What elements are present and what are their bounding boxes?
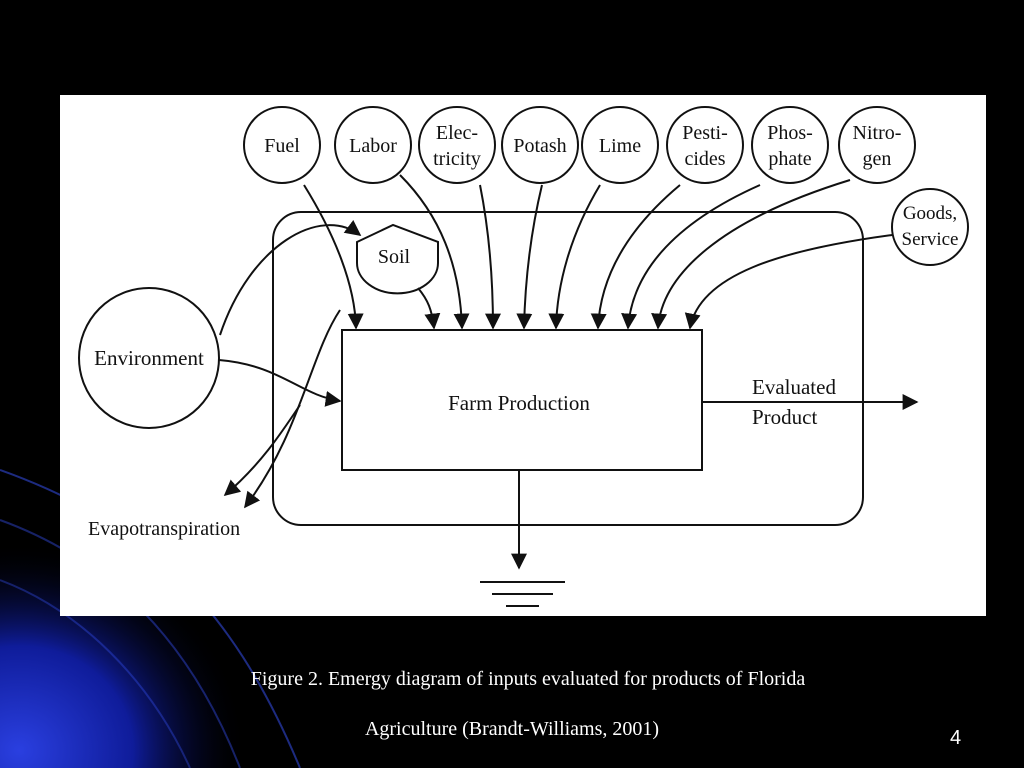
- labor-label-1: Labor: [349, 135, 397, 157]
- evapotranspiration-label: Evapotranspiration: [88, 518, 240, 540]
- goods-service-arrow: [684, 234, 893, 330]
- evaluated-product-label-2: Product: [752, 405, 817, 429]
- soil-storage: Soil: [356, 223, 439, 295]
- input-arrows: [303, 174, 893, 330]
- phosphate-label-2: phate: [768, 148, 811, 170]
- soil-arrow: [417, 287, 441, 330]
- electricity-source: Elec-tricity: [418, 106, 496, 184]
- environment-source: Environment: [78, 287, 220, 429]
- fuel-source: Fuel: [243, 106, 321, 184]
- potash-arrow: [516, 184, 543, 330]
- phosphate-source: Phos-phate: [751, 106, 829, 184]
- labor-source: Labor: [334, 106, 412, 184]
- farm-to-evapotranspiration-arrow: [244, 309, 341, 509]
- electricity-label-1: Elec-: [436, 122, 478, 144]
- nitrogen-label-2: gen: [863, 148, 892, 170]
- slide-number: 4: [950, 727, 962, 749]
- phosphate-label-1: Phos-: [767, 122, 813, 144]
- figure-caption-line-1: Figure 2. Emergy diagram of inputs evalu…: [250, 668, 806, 690]
- farm-production-label: Farm Production: [448, 391, 590, 415]
- environment-label: Environment: [94, 346, 204, 370]
- goods-service-label-2: Service: [902, 229, 959, 250]
- electricity-label-2: tricity: [433, 148, 481, 170]
- potash-label-1: Potash: [513, 135, 566, 157]
- soil-label: Soil: [378, 246, 411, 268]
- phosphate-arrow: [621, 184, 761, 330]
- lime-source: Lime: [581, 106, 659, 184]
- potash-source: Potash: [501, 106, 579, 184]
- pesticides-label-2: cides: [684, 148, 725, 170]
- farm-production-box: Farm Production: [341, 329, 703, 471]
- nitrogen-label-1: Nitro-: [853, 122, 902, 144]
- environment-to-soil-arrow: [219, 219, 362, 336]
- labor-arrow: [399, 174, 470, 330]
- lime-label-1: Lime: [599, 135, 641, 157]
- emergy-diagram: Fuel Labor Elec-tricity Potash Lime Pesti-cid…: [60, 95, 986, 616]
- heat-sink: [480, 470, 565, 607]
- goods-service-label-1: Goods,: [903, 203, 957, 224]
- environment-to-farm-arrow: [218, 359, 342, 407]
- nitrogen-arrow: [651, 179, 851, 330]
- environment-flows: [218, 219, 362, 509]
- goods-service-source: Goods, Service: [891, 188, 969, 266]
- input-sources: Fuel Labor Elec-tricity Potash Lime Pesti-cid…: [243, 106, 916, 184]
- environment-to-evapotranspiration-arrow: [223, 404, 301, 497]
- fuel-label-1: Fuel: [264, 135, 300, 157]
- nitrogen-source: Nitro-gen: [838, 106, 916, 184]
- pesticides-label-1: Pesti-: [682, 122, 728, 144]
- pesticides-source: Pesti-cides: [666, 106, 744, 184]
- lime-arrow: [548, 184, 601, 330]
- system-boundary: [272, 211, 864, 526]
- electricity-arrow: [479, 184, 501, 330]
- evaluated-product-label-1: Evaluated: [752, 375, 836, 399]
- fuel-arrow: [303, 184, 364, 330]
- figure-caption-line-2: Agriculture (Brandt-Williams, 2001): [364, 718, 660, 740]
- pesticides-arrow: [590, 184, 681, 330]
